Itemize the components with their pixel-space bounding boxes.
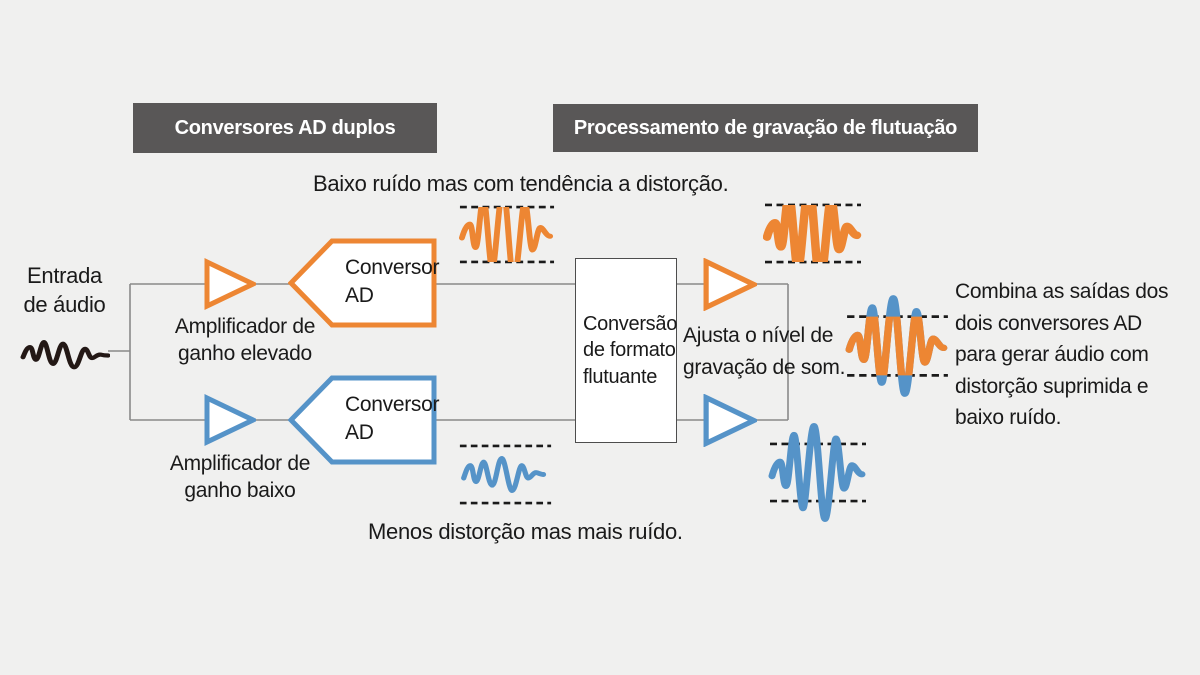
waveform-output-high-clipped [763,203,862,264]
output-gain-high-icon [703,258,757,311]
amplifier-low-gain-icon [204,394,256,446]
ad-converter-high: Conversor AD [288,238,440,328]
label-format-conversion: Conversão de formato flutuante [583,312,678,388]
header-dual-ad-converters: Conversores AD duplos [133,103,437,153]
header-fluctuation-processing: Processamento de gravação de flutuação [553,104,978,152]
waveform-low-gain-small [459,444,552,505]
label-ad-converter-low: Conversor AD [345,393,440,444]
waveform-high-gain-clipped [458,205,555,264]
amplifier-high-gain-icon [204,258,256,310]
note-low-noise-distortion: Baixo ruído mas com tendência a distorçã… [313,171,729,196]
ad-converter-low: Conversor AD [288,375,440,465]
note-combine-outputs: Combina as saídas dos dois conversores A… [955,280,1169,429]
label-audio-input: Entrada de áudio [23,263,106,317]
input-waveform [20,339,110,370]
label-amplifier-high-gain: Amplificador de ganho elevado [174,315,316,366]
label-amplifier-low-gain: Amplificador de ganho baixo [169,452,311,503]
note-adjust-level: Ajusta o nível de gravação de som. [683,324,846,379]
waveform-combined [845,295,948,397]
label-ad-converter-high: Conversor AD [345,256,440,307]
format-conversion-box: Conversão de formato flutuante [575,258,677,443]
waveform-output-low-amplified [768,423,866,522]
note-less-distortion-noise: Menos distorção mas mais ruído. [368,519,683,544]
output-gain-low-icon [703,394,757,447]
